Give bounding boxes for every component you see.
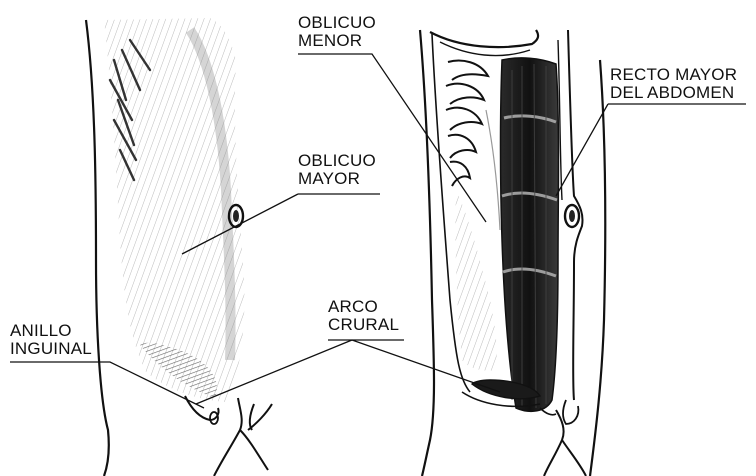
rib-arcs <box>446 61 488 186</box>
left-torso-figure <box>86 18 272 476</box>
label-oblicuo-mayor-line2: MAYOR <box>298 170 376 188</box>
left-figure-outer-contour <box>86 20 109 476</box>
label-oblicuo-menor: OBLICUO MENOR <box>298 14 376 50</box>
label-anillo-inguinal-line2: INGUINAL <box>10 340 92 358</box>
leader-recto-mayor <box>556 104 746 196</box>
label-arco-crural-line1: ARCO <box>328 298 399 316</box>
right-torso-figure <box>420 30 605 476</box>
label-arco-crural: ARCO CRURAL <box>328 298 399 334</box>
label-arco-crural-line2: CRURAL <box>328 316 399 334</box>
label-recto-mayor-line2: DEL ABDOMEN <box>610 84 737 102</box>
label-recto-mayor: RECTO MAYOR DEL ABDOMEN <box>610 66 737 102</box>
label-oblicuo-menor-line1: OBLICUO <box>298 14 376 32</box>
label-oblicuo-mayor: OBLICUO MAYOR <box>298 152 376 188</box>
rectus-abdominis-muscle <box>501 58 559 411</box>
right-figure-leg-line <box>544 410 564 476</box>
internal-oblique-hatching <box>455 190 496 371</box>
right-figure-outer-contour <box>420 30 434 476</box>
label-oblicuo-menor-line2: MENOR <box>298 32 376 50</box>
label-anillo-inguinal-line1: ANILLO <box>10 322 92 340</box>
label-recto-mayor-line1: RECTO MAYOR <box>610 66 737 84</box>
label-oblicuo-mayor-line1: OBLICUO <box>298 152 376 170</box>
label-anillo-inguinal: ANILLO INGUINAL <box>10 322 92 358</box>
